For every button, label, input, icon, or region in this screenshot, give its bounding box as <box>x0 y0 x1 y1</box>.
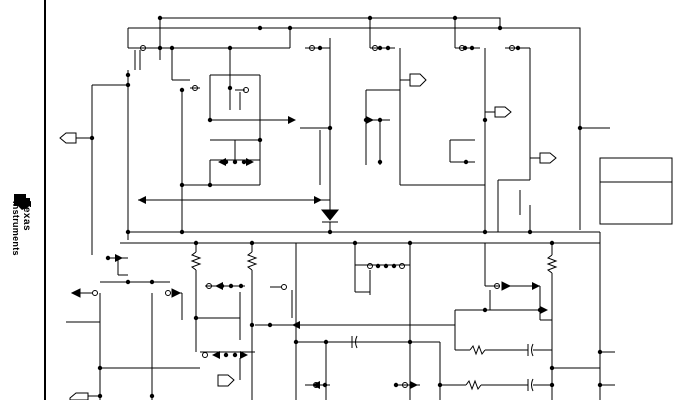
diode <box>320 200 340 232</box>
page-border <box>44 0 46 400</box>
upper-middle-pmos-stack <box>365 18 485 186</box>
top-supply-rail <box>127 17 581 230</box>
ti-logo-icon <box>14 194 30 210</box>
far-right-pmos-stack <box>497 45 610 232</box>
lower-left-output-port <box>69 392 100 400</box>
left-output-port <box>59 84 128 255</box>
arrow-markers <box>115 116 548 389</box>
upper-left-pmos-pair <box>127 45 190 185</box>
mid-bias-bar <box>127 185 600 240</box>
upper-right-pmos-stack <box>449 18 512 232</box>
capacitor-1 <box>351 335 358 349</box>
right-side-box <box>599 157 673 225</box>
lower-left-pmos-pair <box>66 281 200 400</box>
right-vertical-bus <box>599 232 615 400</box>
lower-bias-rail <box>108 242 600 276</box>
center-mirror <box>255 243 455 400</box>
resistor-pair-left <box>190 243 293 400</box>
junction-dots <box>89 15 603 399</box>
right-lower-block <box>440 243 600 400</box>
